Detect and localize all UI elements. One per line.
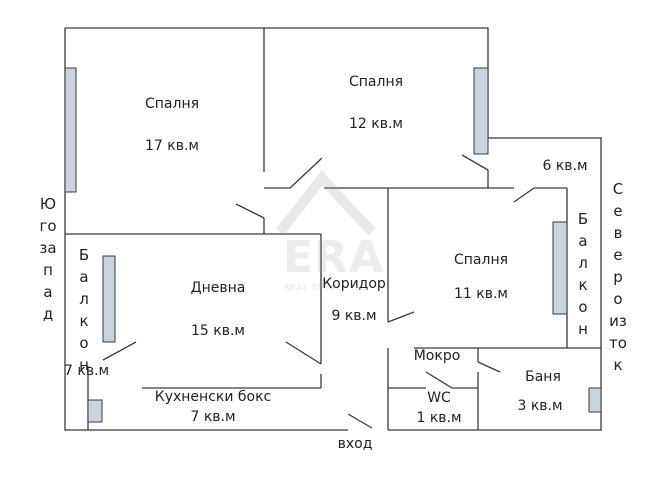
- window-living: [102, 255, 116, 343]
- door-bedroom2: [289, 157, 323, 189]
- orientation-right: Североизток: [609, 180, 627, 374]
- room-name-living: Дневна: [190, 280, 246, 296]
- room-area-corridor: 9 кв.м: [331, 308, 377, 324]
- room-name-balcony-west: Балкон: [78, 246, 90, 374]
- watermark-logo: ERA: [283, 232, 384, 283]
- room-name-balcony-east: Балкон: [577, 210, 589, 338]
- door-bedroom2-balcony: [461, 154, 489, 171]
- door-bedroom3: [387, 311, 415, 323]
- room-name-bedroom3: Спалня: [453, 252, 509, 268]
- room-area-bedroom3: 11 кв.м: [454, 286, 508, 302]
- door-bath: [477, 361, 501, 373]
- room-area-bedroom1: 17 кв.м: [145, 138, 199, 154]
- room-name-kitchen: Кухненски бокс: [154, 389, 272, 405]
- entrance-label: вход: [337, 436, 373, 452]
- room-area-balcony-west: 7 кв.м: [64, 363, 110, 379]
- window-kitchen: [87, 399, 103, 423]
- room-area-bedroom2: 12 кв.м: [349, 116, 403, 132]
- door-living-left: [102, 341, 137, 361]
- outer-wall: [64, 27, 602, 431]
- door-bedroom1: [235, 203, 265, 219]
- room-name-corridor: Коридор: [322, 276, 386, 292]
- room-area-living: 15 кв.м: [191, 323, 245, 339]
- room-area-wc: 1 кв.м: [416, 410, 462, 426]
- room-name-bedroom2: Спалня: [348, 74, 404, 90]
- orientation-left: Югозапад: [39, 195, 57, 323]
- room-name-bedroom1: Спалня: [144, 96, 200, 112]
- watermark-roof: [276, 170, 376, 236]
- room-area-kitchen: 7 кв.м: [190, 409, 236, 425]
- window-bedroom3: [552, 221, 568, 315]
- door-living-right: [285, 341, 322, 365]
- watermark-subtext: REAL ESTATE: [284, 283, 348, 292]
- window-bath: [588, 387, 602, 413]
- room-name-bath: Баня: [525, 369, 561, 385]
- door-entrance: [347, 413, 373, 429]
- window-bedroom1: [64, 67, 77, 193]
- room-area-bath: 3 кв.м: [517, 398, 563, 414]
- room-name-wet: Мокро: [413, 348, 461, 364]
- room-area-balcony-east: 6 кв.м: [542, 158, 588, 174]
- door-wc: [425, 371, 453, 389]
- room-name-wc: WC: [427, 390, 451, 406]
- door-bedroom3-balcony: [513, 187, 535, 203]
- window-bedroom2: [473, 67, 489, 155]
